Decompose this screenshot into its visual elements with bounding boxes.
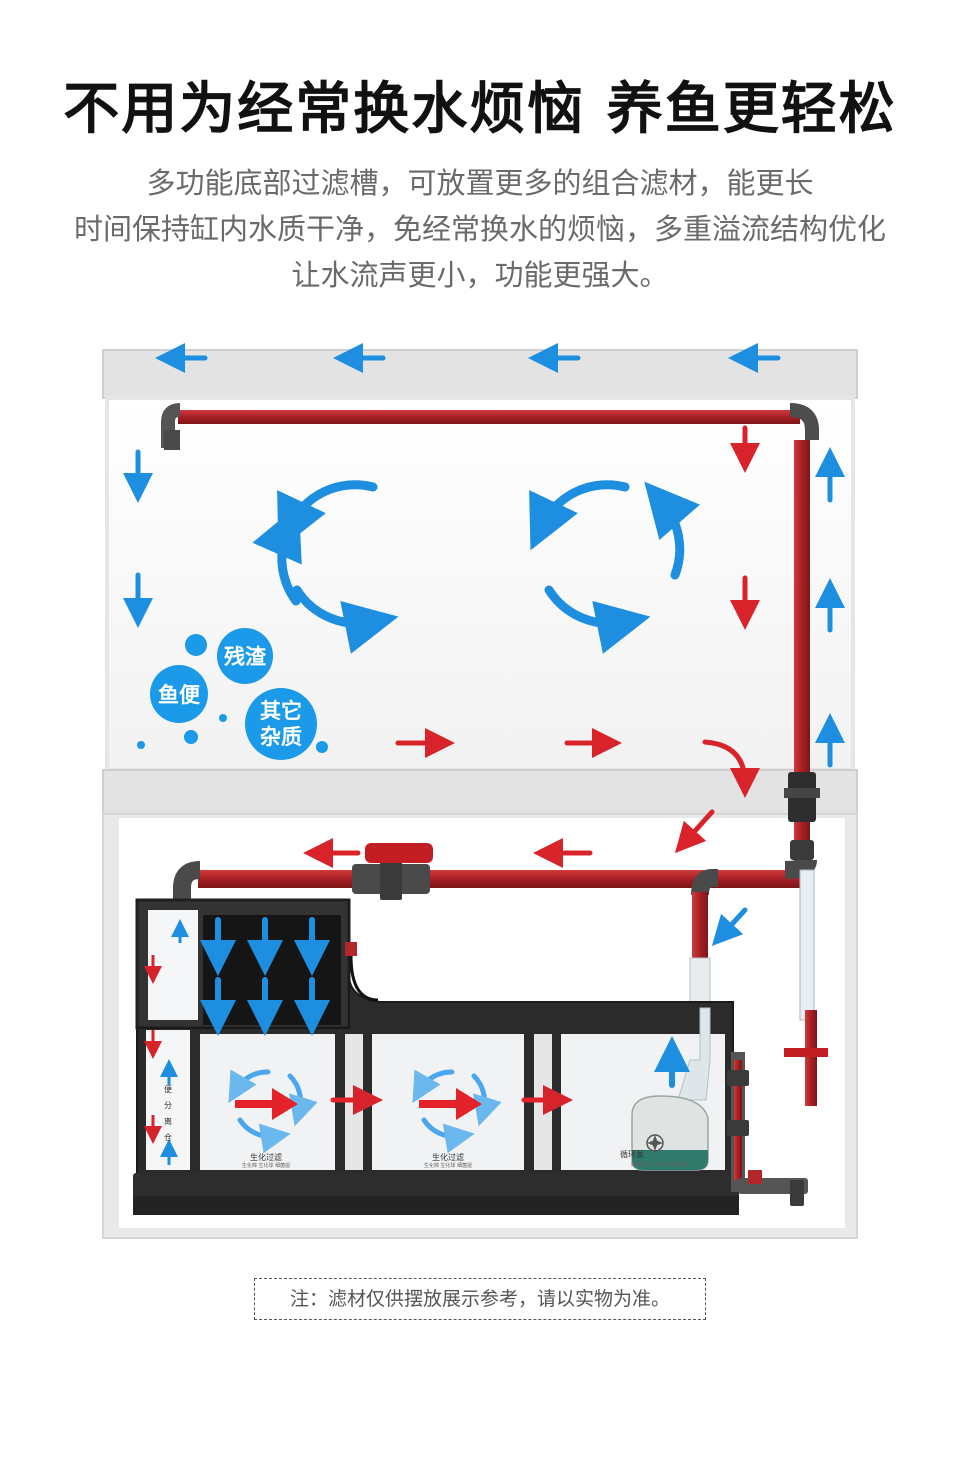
separation-char-4: 仓 [164, 1132, 172, 1142]
right-down-red-arrows [702, 425, 760, 798]
intro-line-2: 时间保持缸内水质干净，免经常换水的烦恼，多重溢流结构优化 [73, 212, 886, 246]
separation-chamber: 便 分 离 仓 [144, 919, 189, 1165]
bio-filter-2-sub: 生化棉 生化球 细菌屋 [424, 1162, 472, 1169]
bubble-residue [217, 628, 273, 684]
bubble-residue-label: 残渣 [224, 645, 267, 669]
pump-chamber: 循环泵 适配型号 自吸式 静音水泵 [620, 1007, 711, 1171]
circulation-left [252, 480, 399, 654]
separation-char-2: 分 [164, 1101, 172, 1110]
bubble-other [245, 688, 317, 760]
drop-pipe [689, 869, 718, 1009]
bio-filter-1-label: 生化过滤 [250, 1152, 282, 1162]
bio-filter-2-label: 生化过滤 [432, 1152, 464, 1162]
intro-line-3: 让水流声更小，功能更强大。 [291, 258, 669, 292]
disclaimer-note: 注：滤材仅供摆放展示参考，请以实物为准。 [254, 1278, 706, 1320]
sump-side-plumbing [345, 942, 808, 1206]
circulation-right [529, 480, 701, 654]
bio-filter-1: 生化过滤 生化棉 生化球 细菌屋 [228, 1069, 318, 1169]
intro-text: 多功能底部过滤槽，可放置更多的组合滤材，能更长 时间保持缸内水质干净，免经常换水… [20, 160, 940, 298]
sump-inlet-pipe [173, 843, 817, 905]
pump-sub: 适配型号 自吸式 静音水泵 [631, 1161, 689, 1168]
intro-line-1: 多功能底部过滤槽，可放置更多的组合滤材，能更长 [146, 166, 814, 200]
bio-filter-2: 生化过滤 生化棉 生化球 细菌屋 [412, 1069, 502, 1169]
main-tank [102, 349, 858, 772]
return-pipe [161, 403, 819, 780]
separation-char-3: 离 [164, 1116, 172, 1126]
return-hose [711, 869, 828, 1106]
bubble-fish-waste-label: 鱼便 [158, 683, 201, 707]
ball-valve-handle [365, 843, 433, 863]
overflow-box-arrows [200, 917, 330, 1036]
bubble-fish-waste [150, 665, 208, 723]
separation-char-1: 便 [164, 1084, 172, 1094]
headline: 不用为经常换水烦恼 养鱼更轻松 [63, 77, 897, 142]
bubble-other-label-2: 杂质 [260, 725, 302, 749]
overflow-union [784, 772, 820, 870]
bottom-flow-arrows [395, 728, 715, 854]
bio-filter-1-sub: 生化棉 生化球 细菌屋 [242, 1162, 290, 1169]
debris-bubbles: 残渣 鱼便 其它 杂质 [137, 628, 328, 760]
bubble-other-label-1: 其它 [260, 699, 302, 723]
hose-valve-handle [784, 1048, 828, 1057]
pump-label: 循环泵 [620, 1149, 644, 1159]
